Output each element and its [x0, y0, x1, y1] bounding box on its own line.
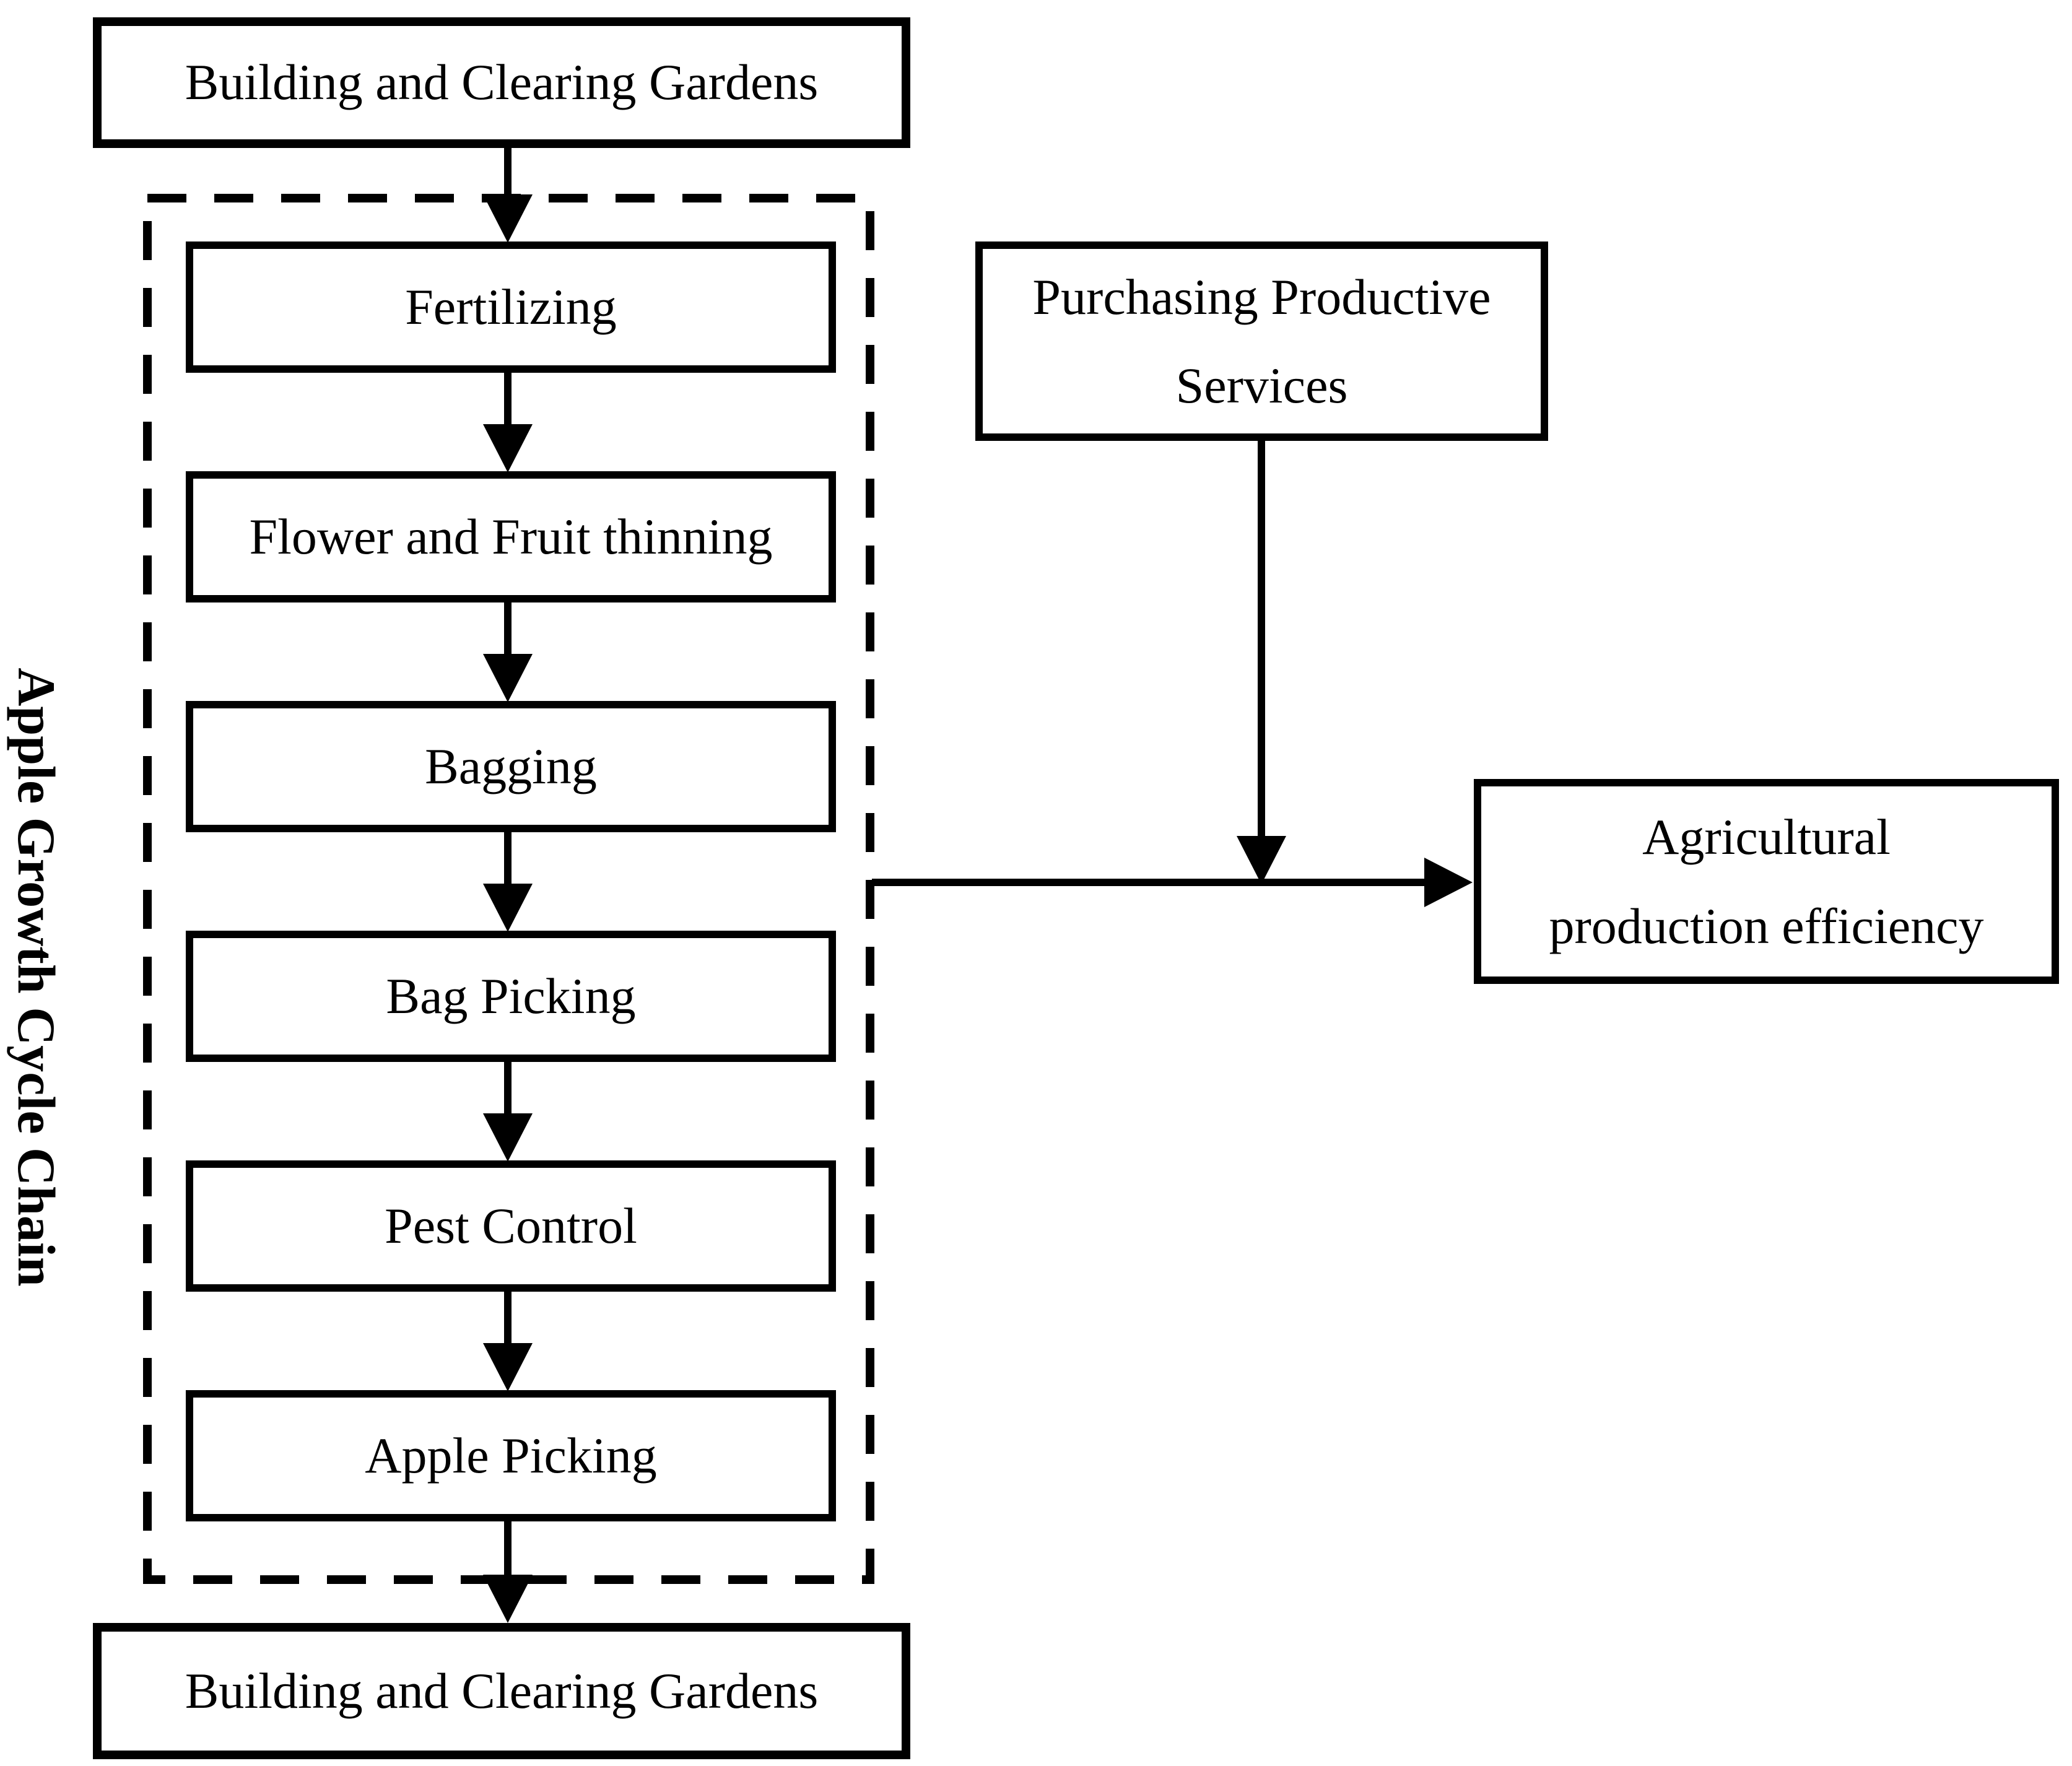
arrow-bagging-to-bag-picking [483, 831, 533, 932]
arrow-apple-picking-to-bottom [483, 1520, 533, 1623]
arrow-fertilizing-to-flower-thinning [483, 372, 533, 472]
arrow-chain-to-outcome [872, 858, 1473, 907]
box-label: Fertilizing [405, 278, 617, 335]
box-fertilizing: Fertilizing [186, 241, 836, 373]
arrow-purchasing-to-junction [1237, 440, 1286, 884]
box-building-clearing-gardens-bottom: Building and Clearing Gardens [93, 1623, 910, 1759]
side-label-apple-growth-cycle-chain: Apple Growth Cycle Chain [7, 668, 66, 1287]
box-building-clearing-gardens-top: Building and Clearing Gardens [93, 17, 910, 148]
box-purchasing-productive-services: Purchasing Productive Services [975, 241, 1548, 441]
box-bag-picking: Bag Picking [186, 931, 836, 1062]
box-bagging: Bagging [186, 701, 836, 832]
box-label: Apple Picking [365, 1427, 657, 1484]
box-label: Bag Picking [386, 967, 636, 1024]
box-label: Flower and Fruit thinning [249, 508, 773, 565]
box-label: Building and Clearing Gardens [185, 1662, 819, 1719]
box-label: Pest Control [385, 1197, 637, 1254]
box-apple-picking: Apple Picking [186, 1390, 836, 1521]
arrow-flower-thinning-to-bagging [483, 601, 533, 702]
box-label-line2: Services [1175, 357, 1348, 414]
arrow-pest-control-to-apple-picking [483, 1290, 533, 1391]
box-label-line1: Purchasing Productive [1032, 268, 1491, 325]
box-flower-and-fruit-thinning: Flower and Fruit thinning [186, 471, 836, 602]
box-pest-control: Pest Control [186, 1160, 836, 1292]
arrow-bag-picking-to-pest-control [483, 1061, 533, 1162]
box-label: Bagging [425, 737, 597, 794]
box-label-line1: Agricultural [1642, 809, 1891, 865]
arrow-top-to-fertilizing [483, 147, 533, 243]
box-agricultural-production-efficiency: Agricultural production efficiency [1474, 779, 2059, 984]
box-label: Building and Clearing Gardens [185, 54, 819, 111]
box-label-line2: production efficiency [1549, 897, 1984, 954]
